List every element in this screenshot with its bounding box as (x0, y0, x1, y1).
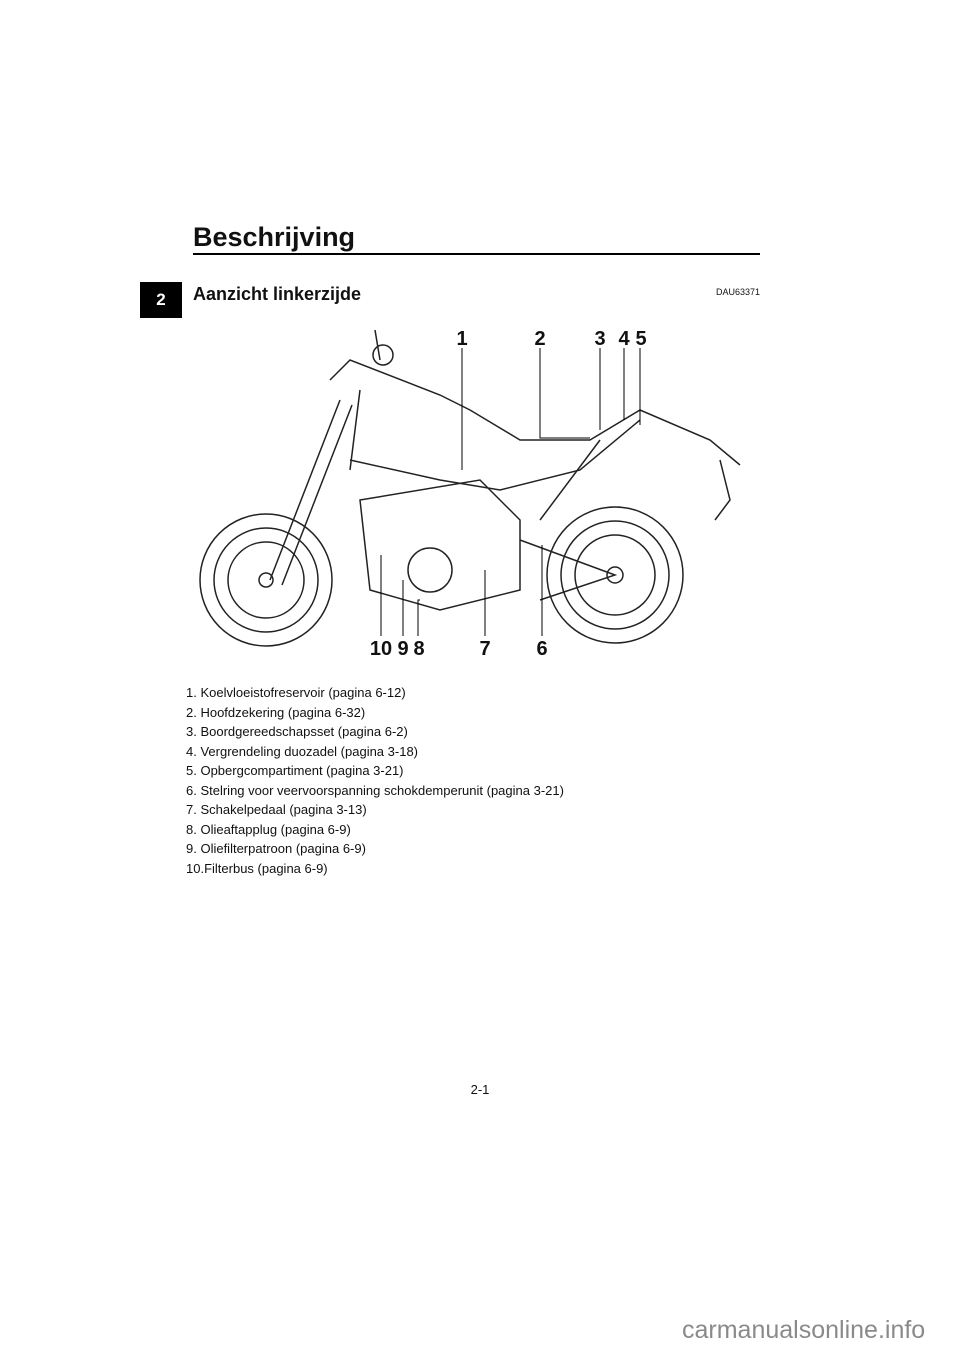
callout-7: 7 (479, 638, 491, 660)
list-item: 9. Oliefilterpatroon (pagina 6-9) (186, 841, 366, 856)
callout-6: 6 (536, 638, 548, 660)
callout-9: 9 (397, 638, 409, 660)
callout-10: 10 (369, 638, 393, 660)
list-item: 4. Vergrendeling duozadel (pagina 3-18) (186, 743, 419, 759)
list-item: 8. Olieaftapplug (pagina 6-9) (186, 821, 351, 837)
title-rule (193, 253, 760, 255)
callout-3: 3 (594, 328, 606, 350)
callout-8: 8 (413, 638, 425, 660)
callout-5: 5 (635, 328, 647, 350)
list-item: 7. Schakelpedaal (pagina 3-13) (186, 802, 367, 817)
callout-2: 2 (534, 328, 546, 350)
section-title: Aanzicht linkerzijde (193, 284, 362, 304)
list-item: 6. Stelring voor veervoorspanning schokd… (186, 782, 564, 798)
watermark: carmanualsonline.info (682, 1316, 926, 1344)
legend-list: 1. Koelvloeistofreservoir (pagina 6-12) … (186, 683, 564, 878)
list-item: 3. Boordgereedschapsset (pagina 6-2) (186, 724, 408, 739)
page-title: Beschrijving (193, 222, 356, 252)
motorcycle-illustration (199, 329, 741, 647)
chapter-tab: 2 (140, 282, 182, 318)
doc-code: DAU63371 (715, 287, 760, 297)
list-item: 10.Filterbus (pagina 6-9) (186, 860, 328, 876)
callout-4: 4 (618, 328, 630, 350)
page-number: 2-1 (470, 1082, 490, 1097)
list-item: 2. Hoofdzekering (pagina 6-32) (186, 704, 366, 720)
list-item: 1. Koelvloeistofreservoir (pagina 6-12) (186, 685, 406, 700)
callout-1: 1 (456, 328, 468, 350)
list-item: 5. Opbergcompartiment (pagina 3-21) (186, 763, 404, 778)
